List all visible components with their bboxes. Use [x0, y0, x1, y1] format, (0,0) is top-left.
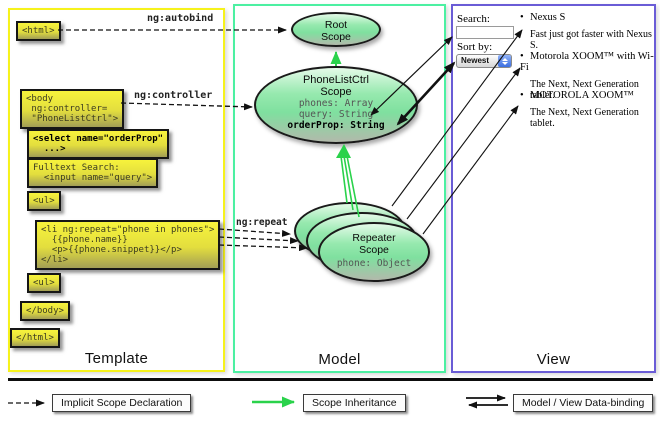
phone-snippet: The Next, Next Generation tablet.: [530, 79, 639, 101]
query-prop: query: String: [298, 109, 374, 120]
phone-name: •Motorola XOOM™ with Wi-Fi: [520, 51, 654, 73]
sort-dropdown[interactable]: Newest: [456, 54, 512, 68]
body-controller-box: <body ng:controller= "PhoneListCtrl">: [20, 89, 125, 129]
ng-autobind-label: ng:autobind: [147, 13, 214, 24]
body-close-tag-box: </body>: [20, 301, 70, 321]
root-scope-ellipse: Root Scope: [291, 12, 381, 47]
html-open-tag-box: <html>: [16, 21, 61, 41]
html-close-tag-box: </html>: [10, 328, 60, 348]
legend-implicit-scope: Implicit Scope Declaration: [52, 394, 192, 412]
root-scope-title: Root Scope: [321, 19, 351, 43]
phonelistctrl-scope-ellipse: PhoneListCtrl Scope phones: Array query:…: [254, 66, 418, 144]
phones-prop: phones: Array: [298, 98, 374, 109]
select-orderprop-box: <select name="orderProp" ...>: [27, 129, 170, 159]
phone-name: •MOTOROLA XOOM™: [520, 90, 634, 101]
phone-prop: phone: Object: [336, 258, 412, 269]
search-label: Search:: [457, 13, 490, 25]
li-repeat-box: <li ng:repeat="phone in phones"> {{phone…: [35, 220, 221, 270]
phone-name: •Nexus S: [520, 12, 566, 23]
orderprop-prop: orderProp: String: [287, 120, 385, 131]
ng-controller-label: ng:controller: [134, 90, 213, 101]
sort-by-label: Sort by:: [457, 41, 493, 53]
bullet-icon: •: [520, 90, 524, 101]
phone-snippet: Fast just got faster with Nexus S.: [530, 29, 652, 51]
phone-list-item: •Nexus S Fast just got faster with Nexus…: [520, 12, 655, 51]
model-column: Model: [233, 4, 446, 373]
repeater-scope-ellipse: Repeater Scope phone: Object: [318, 222, 430, 282]
phone-snippet: The Next, Next Generation tablet.: [530, 107, 639, 129]
bullet-icon: •: [520, 12, 524, 23]
search-input[interactable]: [456, 26, 514, 39]
legend-data-binding: Model / View Data-binding: [513, 394, 654, 412]
sort-dropdown-value: Newest: [461, 56, 490, 65]
legend-divider: [8, 378, 653, 381]
fulltext-search-box: Fulltext Search: <input name="query">: [27, 158, 159, 188]
view-column-label: View: [536, 351, 571, 368]
ng-repeat-label: ng:repeat: [236, 217, 288, 228]
phone-list-item: •MOTOROLA XOOM™ The Next, Next Generatio…: [520, 90, 655, 129]
legend-scope-inheritance: Scope Inheritance: [303, 394, 406, 412]
repeater-scope-title: Repeater Scope: [352, 232, 396, 256]
template-column-label: Template: [84, 350, 149, 367]
phonelistctrl-scope-title: PhoneListCtrl Scope: [302, 74, 370, 98]
ul-open-tag-box: <ul>: [27, 191, 61, 211]
bullet-icon: •: [520, 51, 524, 62]
ul-close-tag-box: <ul>: [27, 273, 61, 293]
dropdown-stepper-icon: [498, 55, 511, 67]
model-column-label: Model: [318, 351, 361, 368]
